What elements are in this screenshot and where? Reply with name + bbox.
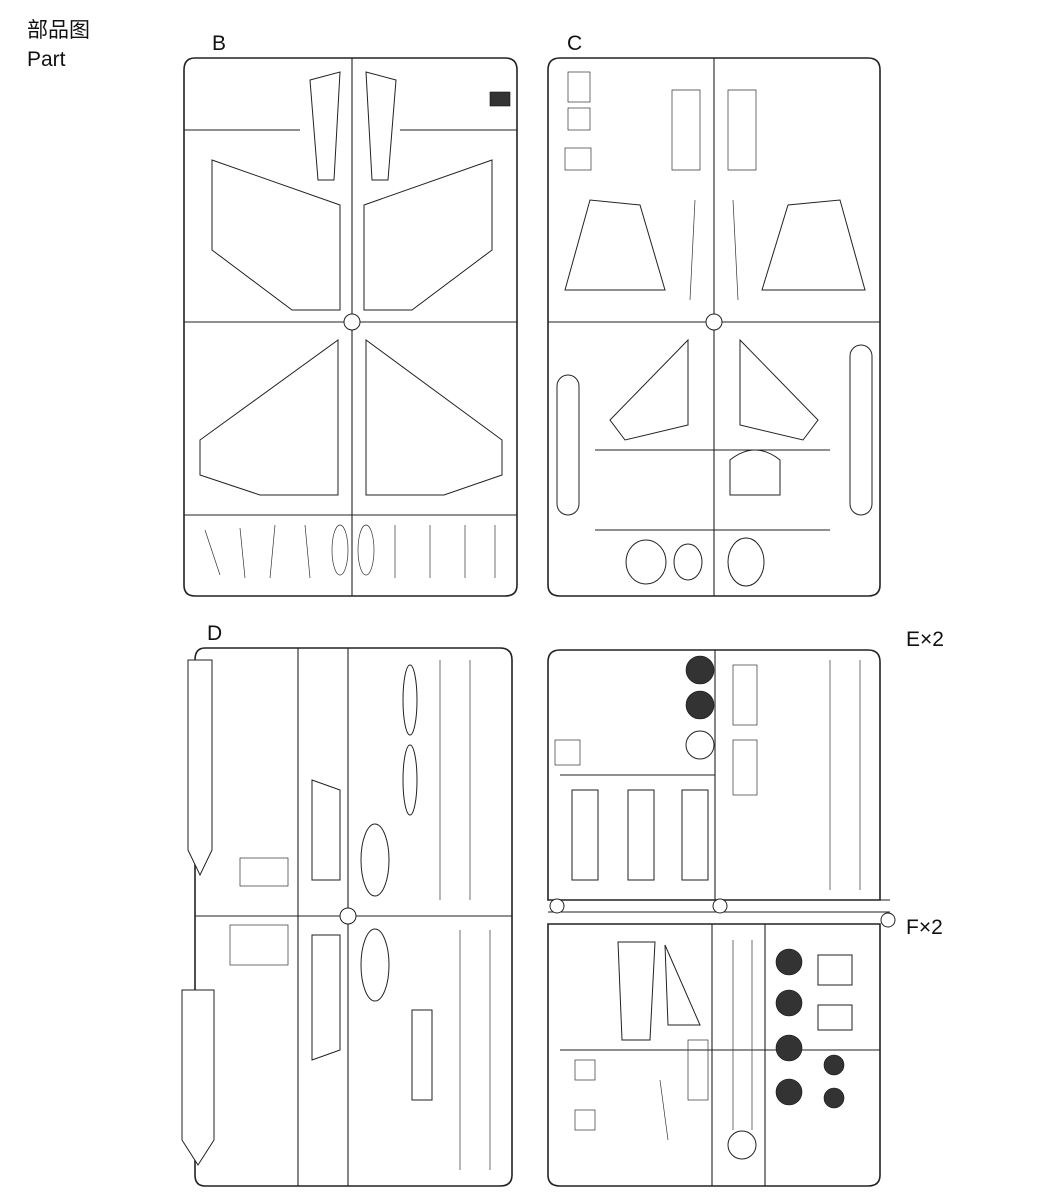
sprue-c-ring-3 [727,537,765,587]
sprue-c-bulkhead [729,449,781,496]
sprue-e [547,649,896,928]
sprue-d-missile-2 [402,744,418,816]
sprue-e-gate-right [880,912,896,928]
sprue-d-fuselage-lower [181,989,215,1166]
sprue-e-small-parts [554,660,861,890]
sprue-f-wheel-3 [775,1034,803,1062]
sprue-c-tail-left [564,199,666,291]
sprue-b-fin-right [365,71,397,181]
sprue-b-fin-left [309,71,341,181]
sprue-f-ring [727,1130,757,1160]
sprue-c-ring-2 [673,543,703,581]
sprue-f-flap-left [617,941,656,1041]
sprue-c-tail-right [761,199,866,291]
sprue-f-wheel-5 [823,1054,845,1076]
sprue-f-wheel-1 [775,948,803,976]
sprue-d [181,647,513,1187]
sprue-e-gate-left [549,898,565,914]
sprue-c-stabilizer-right [739,338,819,441]
sprue-b [183,57,518,597]
sprue-d-label: D [207,622,223,645]
sprue-d-pod-1 [360,823,390,897]
sprue-d-center-gate [339,907,357,925]
sprue-d-small-parts [229,660,491,1170]
sprue-d-pod-2 [360,928,390,1002]
sprue-c-center-gate [705,313,723,331]
sprue-f-fin [664,944,701,1026]
sprue-e-wheel-2 [685,690,715,720]
sprue-c [547,57,881,597]
sprue-b-label: B [212,32,227,55]
sprue-c-ring-1 [625,539,667,585]
sprue-d-rail [411,1009,433,1101]
sprue-f-grille-1 [817,954,853,986]
sprue-d-fuselage-upper [187,659,213,877]
sprue-c-tank-right [849,344,873,516]
sprue-e-engine-1 [571,789,599,881]
sprue-e-gate-mid [712,898,728,914]
sprue-e-engine-2 [627,789,655,881]
sprue-e-engine-3 [681,789,709,881]
sprue-c-upper-parts [564,71,757,301]
sprue-d-intake-upper [311,779,341,881]
sprue-e-wheel-3 [685,730,715,760]
sprue-f-wheel-4 [775,1078,803,1106]
sprue-f-grille-2 [817,1004,853,1031]
sprue-f-small-parts [574,940,753,1141]
sprue-b-wing-lower-left [199,339,339,496]
sprue-e-label: E×2 [906,628,944,651]
sprue-d-intake-lower [311,934,341,1061]
sprue-b-small-block [489,91,511,107]
sprue-d-missile-1 [402,664,418,736]
sprue-c-label: C [567,32,583,55]
sprue-f-label: F×2 [906,916,943,939]
page-heading-chinese: 部品图 [27,18,90,42]
sprue-c-tank-left [556,374,580,516]
sprue-e-wheel-1 [685,655,715,685]
sprue-b-wing-upper-left [211,159,341,311]
sprue-f [547,923,881,1187]
sprue-f-wheel-6 [823,1087,845,1109]
sprue-b-center-gate [343,313,361,331]
sprue-b-wing-upper-right [363,159,493,311]
sprue-c-stabilizer-left [609,338,689,441]
page-heading-english: Part [27,48,66,71]
sprue-b-bottom-parts [204,524,496,579]
sprue-b-wing-lower-right [365,339,503,496]
sprue-f-wheel-2 [775,989,803,1017]
